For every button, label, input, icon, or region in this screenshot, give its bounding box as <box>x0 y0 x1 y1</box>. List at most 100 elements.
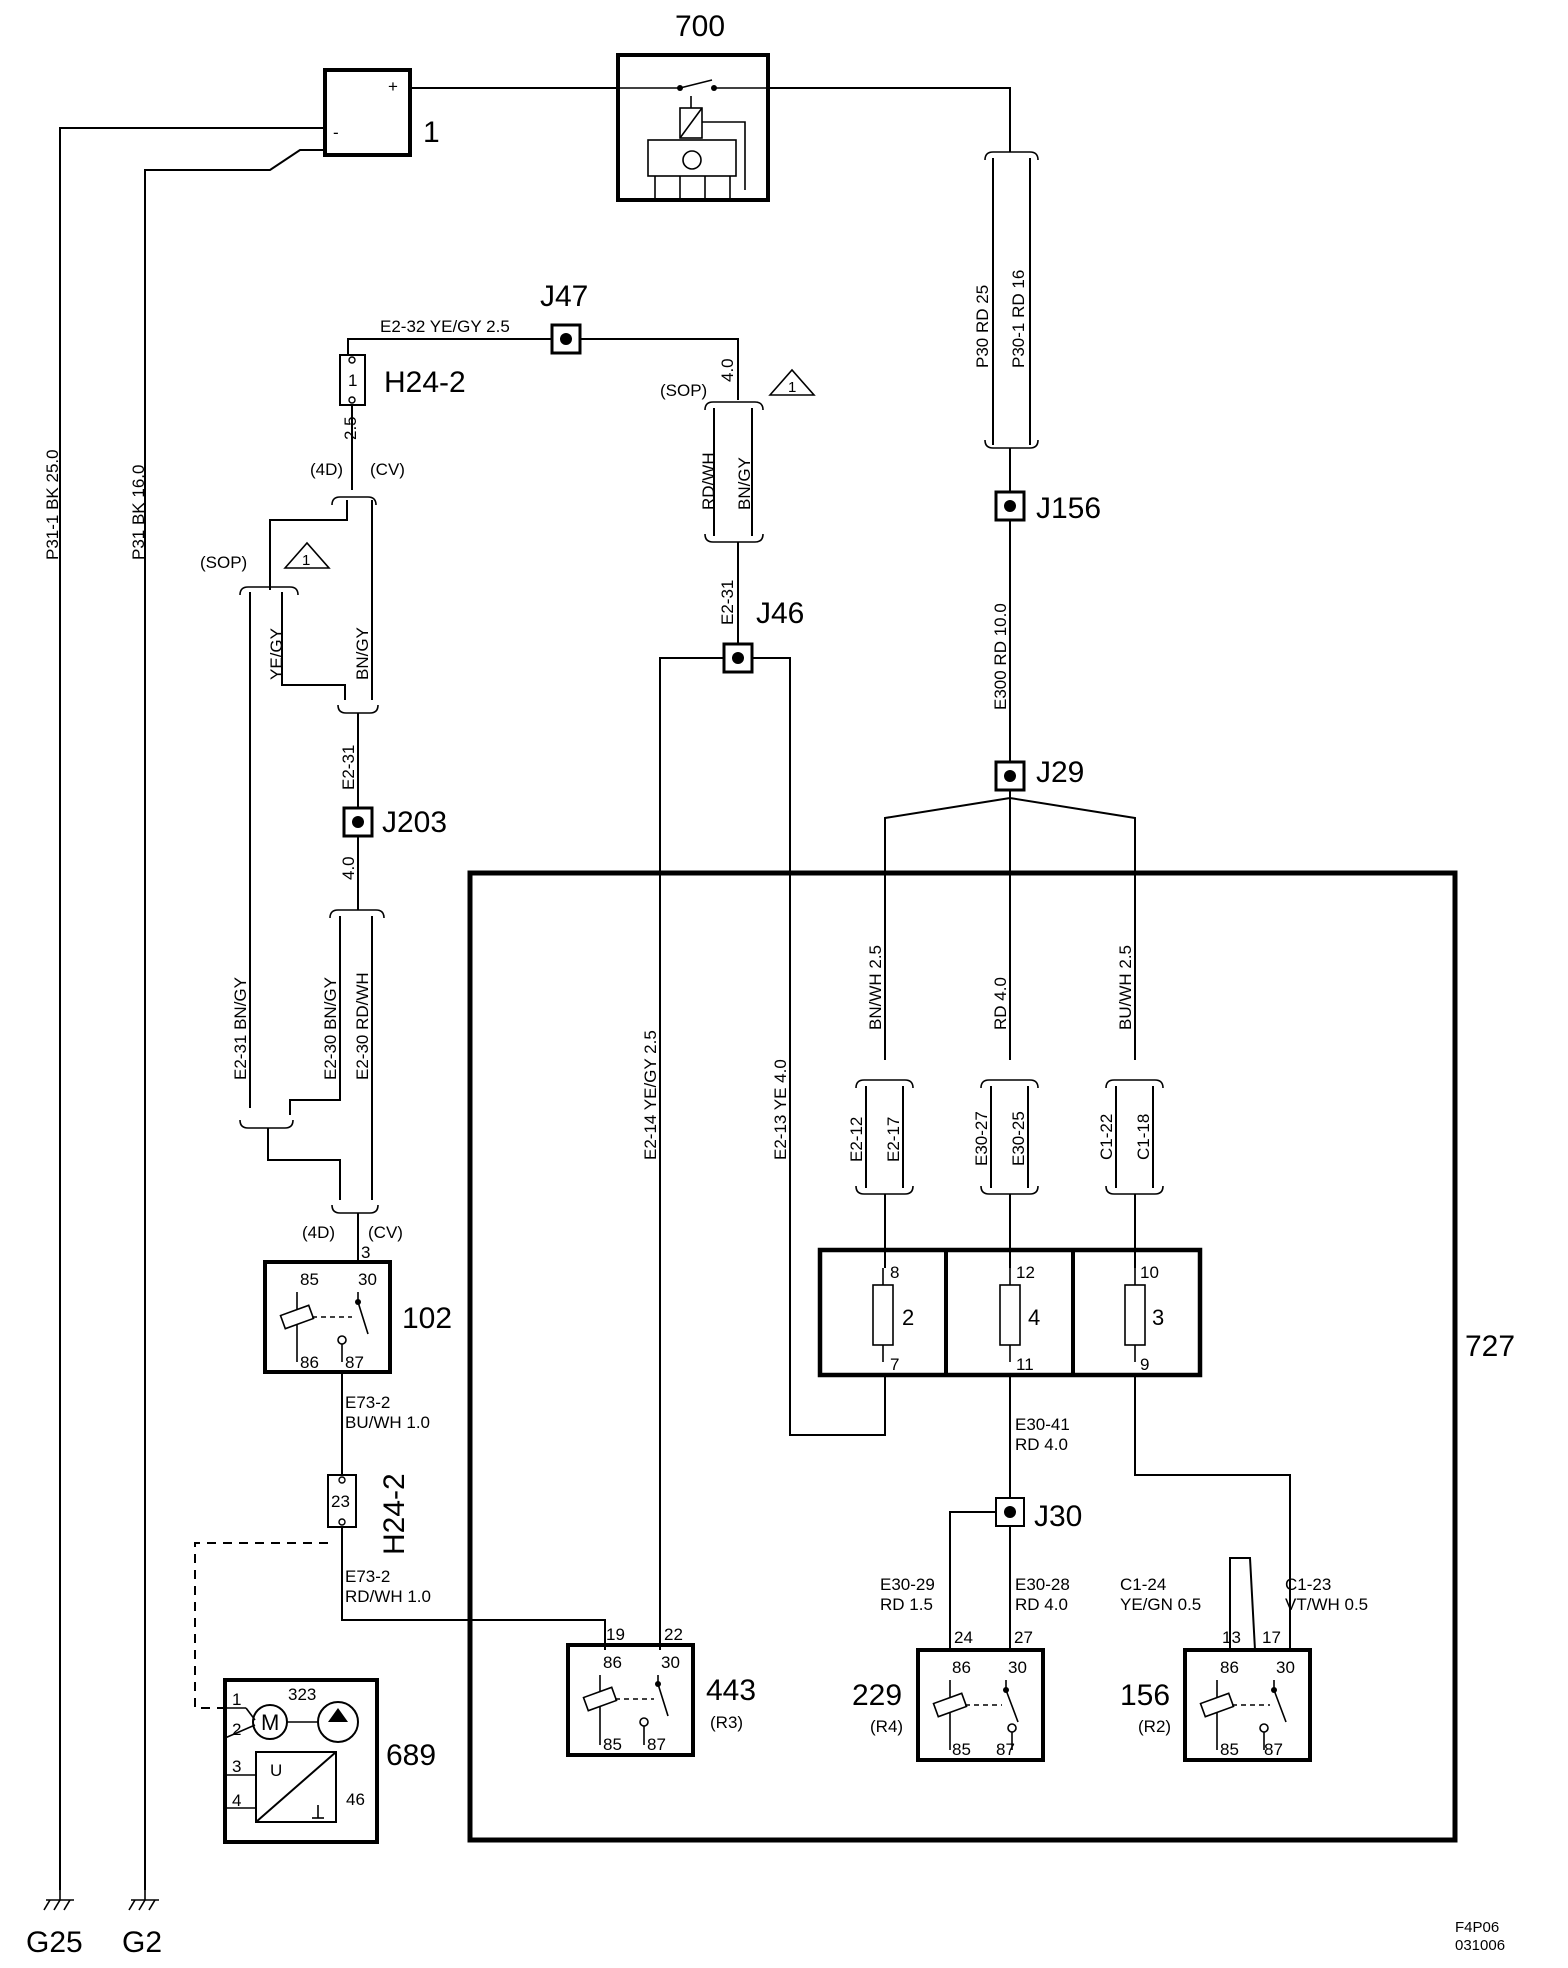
relay-229-pin-27: 27 <box>1014 1628 1033 1647</box>
fuse-2-bottom-pin: 7 <box>890 1355 899 1374</box>
wire-label-p31-1: P31-1 BK 25.0 <box>43 449 62 560</box>
relay-156-ref: (R2) <box>1138 1717 1171 1736</box>
warning-triangle-2: 1 <box>283 541 331 569</box>
variant-sop-2: (SOP) <box>200 553 247 572</box>
relay-229-pin-87: 87 <box>996 1740 1015 1759</box>
battery: + - 1 <box>323 68 440 157</box>
wire-label-p30-1: P30-1 RD 16 <box>1009 270 1028 368</box>
wire-label-e73-2-a-color: BU/WH 1.0 <box>345 1413 430 1432</box>
wire-label-e73-2-a-id: E73-2 <box>345 1393 390 1412</box>
wire-label-e30-25: E30-25 <box>1009 1111 1028 1166</box>
battery-plus: + <box>388 77 398 96</box>
wire-label-e30-29-color: RD 1.5 <box>880 1595 933 1614</box>
relay-102: 3 85 30 86 87 102 <box>263 1243 452 1374</box>
ground-label-g25: G25 <box>26 1926 83 1959</box>
connector-h24-2-bottom: 23 H24-2 <box>327 1473 411 1555</box>
relay-156-pin-86: 86 <box>1220 1658 1239 1677</box>
wire-label-e30-28-id: E30-28 <box>1015 1575 1070 1594</box>
relay-102-pin-87: 87 <box>345 1353 364 1372</box>
junction-label-j29: J29 <box>1036 756 1084 789</box>
wire-label-e2-13: E2-13 YE 4.0 <box>771 1059 790 1160</box>
connector-pair-c1: C1-22 C1-18 <box>1097 1079 1164 1195</box>
fusebox-727: 7 27 <box>467 870 1515 1843</box>
junction-label-j30: J30 <box>1034 1500 1082 1533</box>
wire-label-e30-41-id: E30-41 <box>1015 1415 1070 1434</box>
relay-102-pin-86: 86 <box>300 1353 319 1372</box>
fuse-3-top-pin: 10 <box>1140 1263 1159 1282</box>
junction-j203: J203 <box>342 806 447 839</box>
relay-229-pin-86: 86 <box>952 1658 971 1677</box>
junction-label-j46: J46 <box>756 597 804 630</box>
unit-689-pin-2: 2 <box>232 1720 241 1739</box>
relay-229-pin-30: 30 <box>1008 1658 1027 1677</box>
relay-102-pin-85: 85 <box>300 1270 319 1289</box>
unit-689-id: 689 <box>386 1739 436 1772</box>
wire-label-e2-31-j203: E2-31 <box>339 745 358 790</box>
wire-label-buwh: BU/WH 2.5 <box>1116 945 1135 1030</box>
connector-h24-2-top-pin: 1 <box>348 371 357 390</box>
ground-wires: P31-1 BK 25.0 P31 BK 16.0 <box>43 127 325 1890</box>
sensor-id: 46 <box>346 1790 365 1809</box>
relay-229-pin-85: 85 <box>952 1740 971 1759</box>
variant-4d-1: (4D) <box>310 460 343 479</box>
pump-icon <box>317 1701 359 1743</box>
fusebox-id: 727 <box>1465 1330 1515 1363</box>
wire-label-e2-32: E2-32 YE/GY 2.5 <box>380 317 510 336</box>
fuse-4: 12 4 11 <box>999 1263 1040 1374</box>
relay-229-id: 229 <box>852 1679 902 1712</box>
relay-229-ref: (R4) <box>870 1717 903 1736</box>
unit-689-pin-3: 3 <box>232 1757 241 1776</box>
wire-label-c1-22: C1-22 <box>1097 1114 1116 1160</box>
warning-triangle-1: 1 <box>768 368 816 396</box>
relay-443-pin-86: 86 <box>603 1653 622 1672</box>
junction-j156: J156 <box>994 490 1101 525</box>
relay-156: 13 17 86 30 85 87 156 (R2) <box>1120 1628 1312 1762</box>
wire-label-e30-41-color: RD 4.0 <box>1015 1435 1068 1454</box>
wire-label-e30-28-color: RD 4.0 <box>1015 1595 1068 1614</box>
fuse-3-number: 3 <box>1152 1305 1164 1330</box>
wire-label-rdwh: RD/WH <box>699 452 718 510</box>
relay-443-pin-22: 22 <box>664 1625 683 1644</box>
connector-h24-2-top-id: H24-2 <box>384 366 466 399</box>
wire-label-e73-2-b-id: E73-2 <box>345 1567 390 1586</box>
footer-date: 031006 <box>1455 1937 1505 1954</box>
relay-443-pin-19: 19 <box>606 1625 625 1644</box>
wire-label-bngy: BN/GY <box>735 457 754 510</box>
fuse-2-top-pin: 8 <box>890 1263 899 1282</box>
relay-156-pin-13: 13 <box>1222 1628 1241 1647</box>
variant-cv-2: (CV) <box>368 1223 403 1242</box>
fuse-4-number: 4 <box>1028 1305 1040 1330</box>
motor-id: 323 <box>288 1685 316 1704</box>
fuse-4-bottom-pin: 11 <box>1016 1355 1034 1374</box>
junction-j47: J47 <box>540 280 588 355</box>
unit-689-pin-1: 1 <box>232 1690 241 1709</box>
connector-pair-sop: RD/WH BN/GY <box>699 401 764 543</box>
wire-label-e30-27: E30-27 <box>972 1111 991 1166</box>
junction-label-j203: J203 <box>382 806 447 839</box>
relay-229-pin-24: 24 <box>954 1628 973 1647</box>
motor-symbol: M <box>261 1710 279 1735</box>
wire-size-2-5: 2.5 <box>341 416 360 440</box>
wire-label-yegy: YE/GY <box>267 628 286 680</box>
main-fuse-700: 700 <box>616 10 770 202</box>
wire-label-e2-30-bngy: E2-30 BN/GY <box>321 977 340 1080</box>
wire-label-bngy-2: BN/GY <box>353 627 372 680</box>
relay-156-pin-85: 85 <box>1220 1740 1239 1759</box>
wire-label-rd4: RD 4.0 <box>991 977 1010 1030</box>
p30-bundle: P30 RD 25 P30-1 RD 16 <box>973 151 1039 492</box>
wire-label-bnwh: BN/WH 2.5 <box>866 945 885 1030</box>
wire-label-c1-18: C1-18 <box>1134 1114 1153 1160</box>
junction-j30: J30 <box>995 1497 1082 1533</box>
wire-label-e2-31-j46: E2-31 <box>718 580 737 625</box>
wire-label-p31: P31 BK 16.0 <box>129 465 148 560</box>
fuse-3-bottom-pin: 9 <box>1140 1355 1149 1374</box>
relay-443-ref: (R3) <box>710 1713 743 1732</box>
relay-102-pin-30: 30 <box>358 1270 377 1289</box>
variant-cv-1: (CV) <box>370 460 405 479</box>
relay-229: 24 27 86 30 85 87 229 (R4) <box>852 1628 1045 1762</box>
connector-h24-2-bottom-id: H24-2 <box>378 1473 411 1555</box>
wire-size-4-0-sop: 4.0 <box>718 358 737 382</box>
relay-443-id: 443 <box>706 1674 756 1707</box>
wire-label-e2-31-bngy: E2-31 BN/GY <box>231 977 250 1080</box>
